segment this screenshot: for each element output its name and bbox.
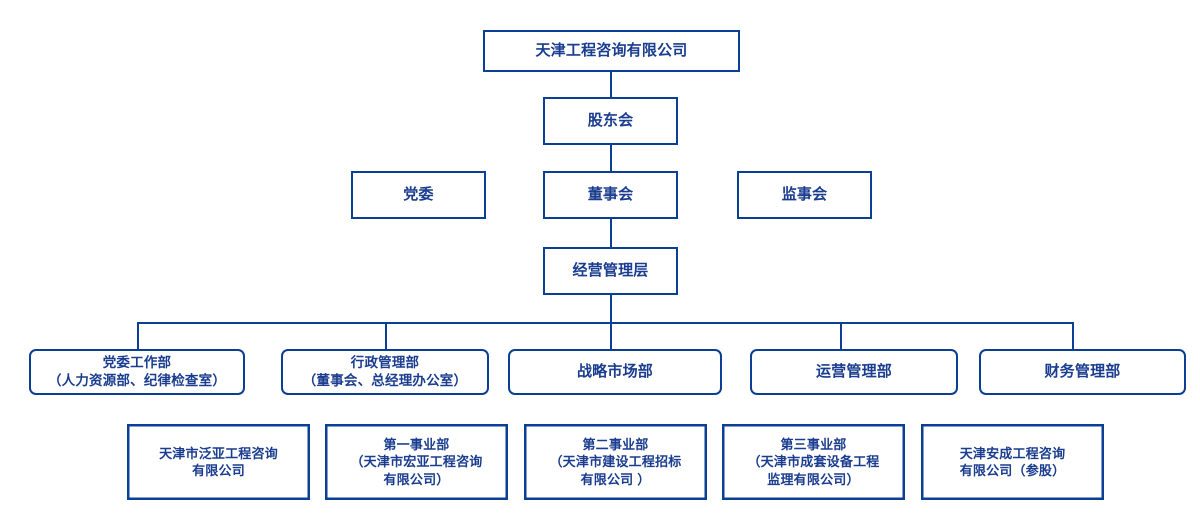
connector-management-to-bus: [610, 295, 612, 322]
node-management-layer[interactable]: 经营管理层: [543, 247, 678, 295]
node-subsidiary-fanya[interactable]: 天津市泛亚工程咨询 有限公司: [127, 424, 310, 500]
node-department-administration[interactable]: 行政管理部 （董事会、总经理办公室）: [281, 349, 489, 395]
node-subsidiary-first-division[interactable]: 第一事业部 （天津市宏亚工程咨询 有限公司）: [325, 424, 508, 500]
connector-shareholders-to-board: [610, 145, 612, 171]
connector-bus-to-dept-3: [610, 322, 612, 349]
connector-company-to-shareholders: [610, 72, 612, 97]
connector-bus-to-dept-5: [1072, 322, 1074, 349]
node-party-committee[interactable]: 党委: [351, 171, 486, 219]
node-department-finance[interactable]: 财务管理部: [979, 349, 1186, 395]
node-subsidiary-third-division[interactable]: 第三事业部 （天津市成套设备工程 监理有限公司）: [722, 424, 905, 500]
connector-department-bus: [137, 322, 1072, 324]
node-department-operations[interactable]: 运营管理部: [750, 349, 958, 395]
node-department-party-work[interactable]: 党委工作部 （人力资源部、纪律检查室）: [29, 349, 245, 395]
node-subsidiary-second-division[interactable]: 第二事业部 （天津市建设工程招标 有限公司 ）: [524, 424, 707, 500]
connector-bus-to-dept-1: [137, 322, 139, 349]
node-board-of-directors[interactable]: 董事会: [543, 171, 678, 219]
connector-bus-to-dept-4: [840, 322, 842, 349]
node-company[interactable]: 天津工程咨询有限公司: [483, 30, 740, 72]
node-board-of-supervisors[interactable]: 监事会: [737, 171, 872, 219]
node-shareholders-meeting[interactable]: 股东会: [543, 97, 678, 145]
connector-board-to-management: [610, 219, 612, 247]
node-department-strategy-market[interactable]: 战略市场部: [508, 349, 722, 395]
connector-bus-to-dept-2: [385, 322, 387, 349]
node-subsidiary-ancheng[interactable]: 天津安成工程咨询 有限公司（参股）: [921, 424, 1104, 500]
